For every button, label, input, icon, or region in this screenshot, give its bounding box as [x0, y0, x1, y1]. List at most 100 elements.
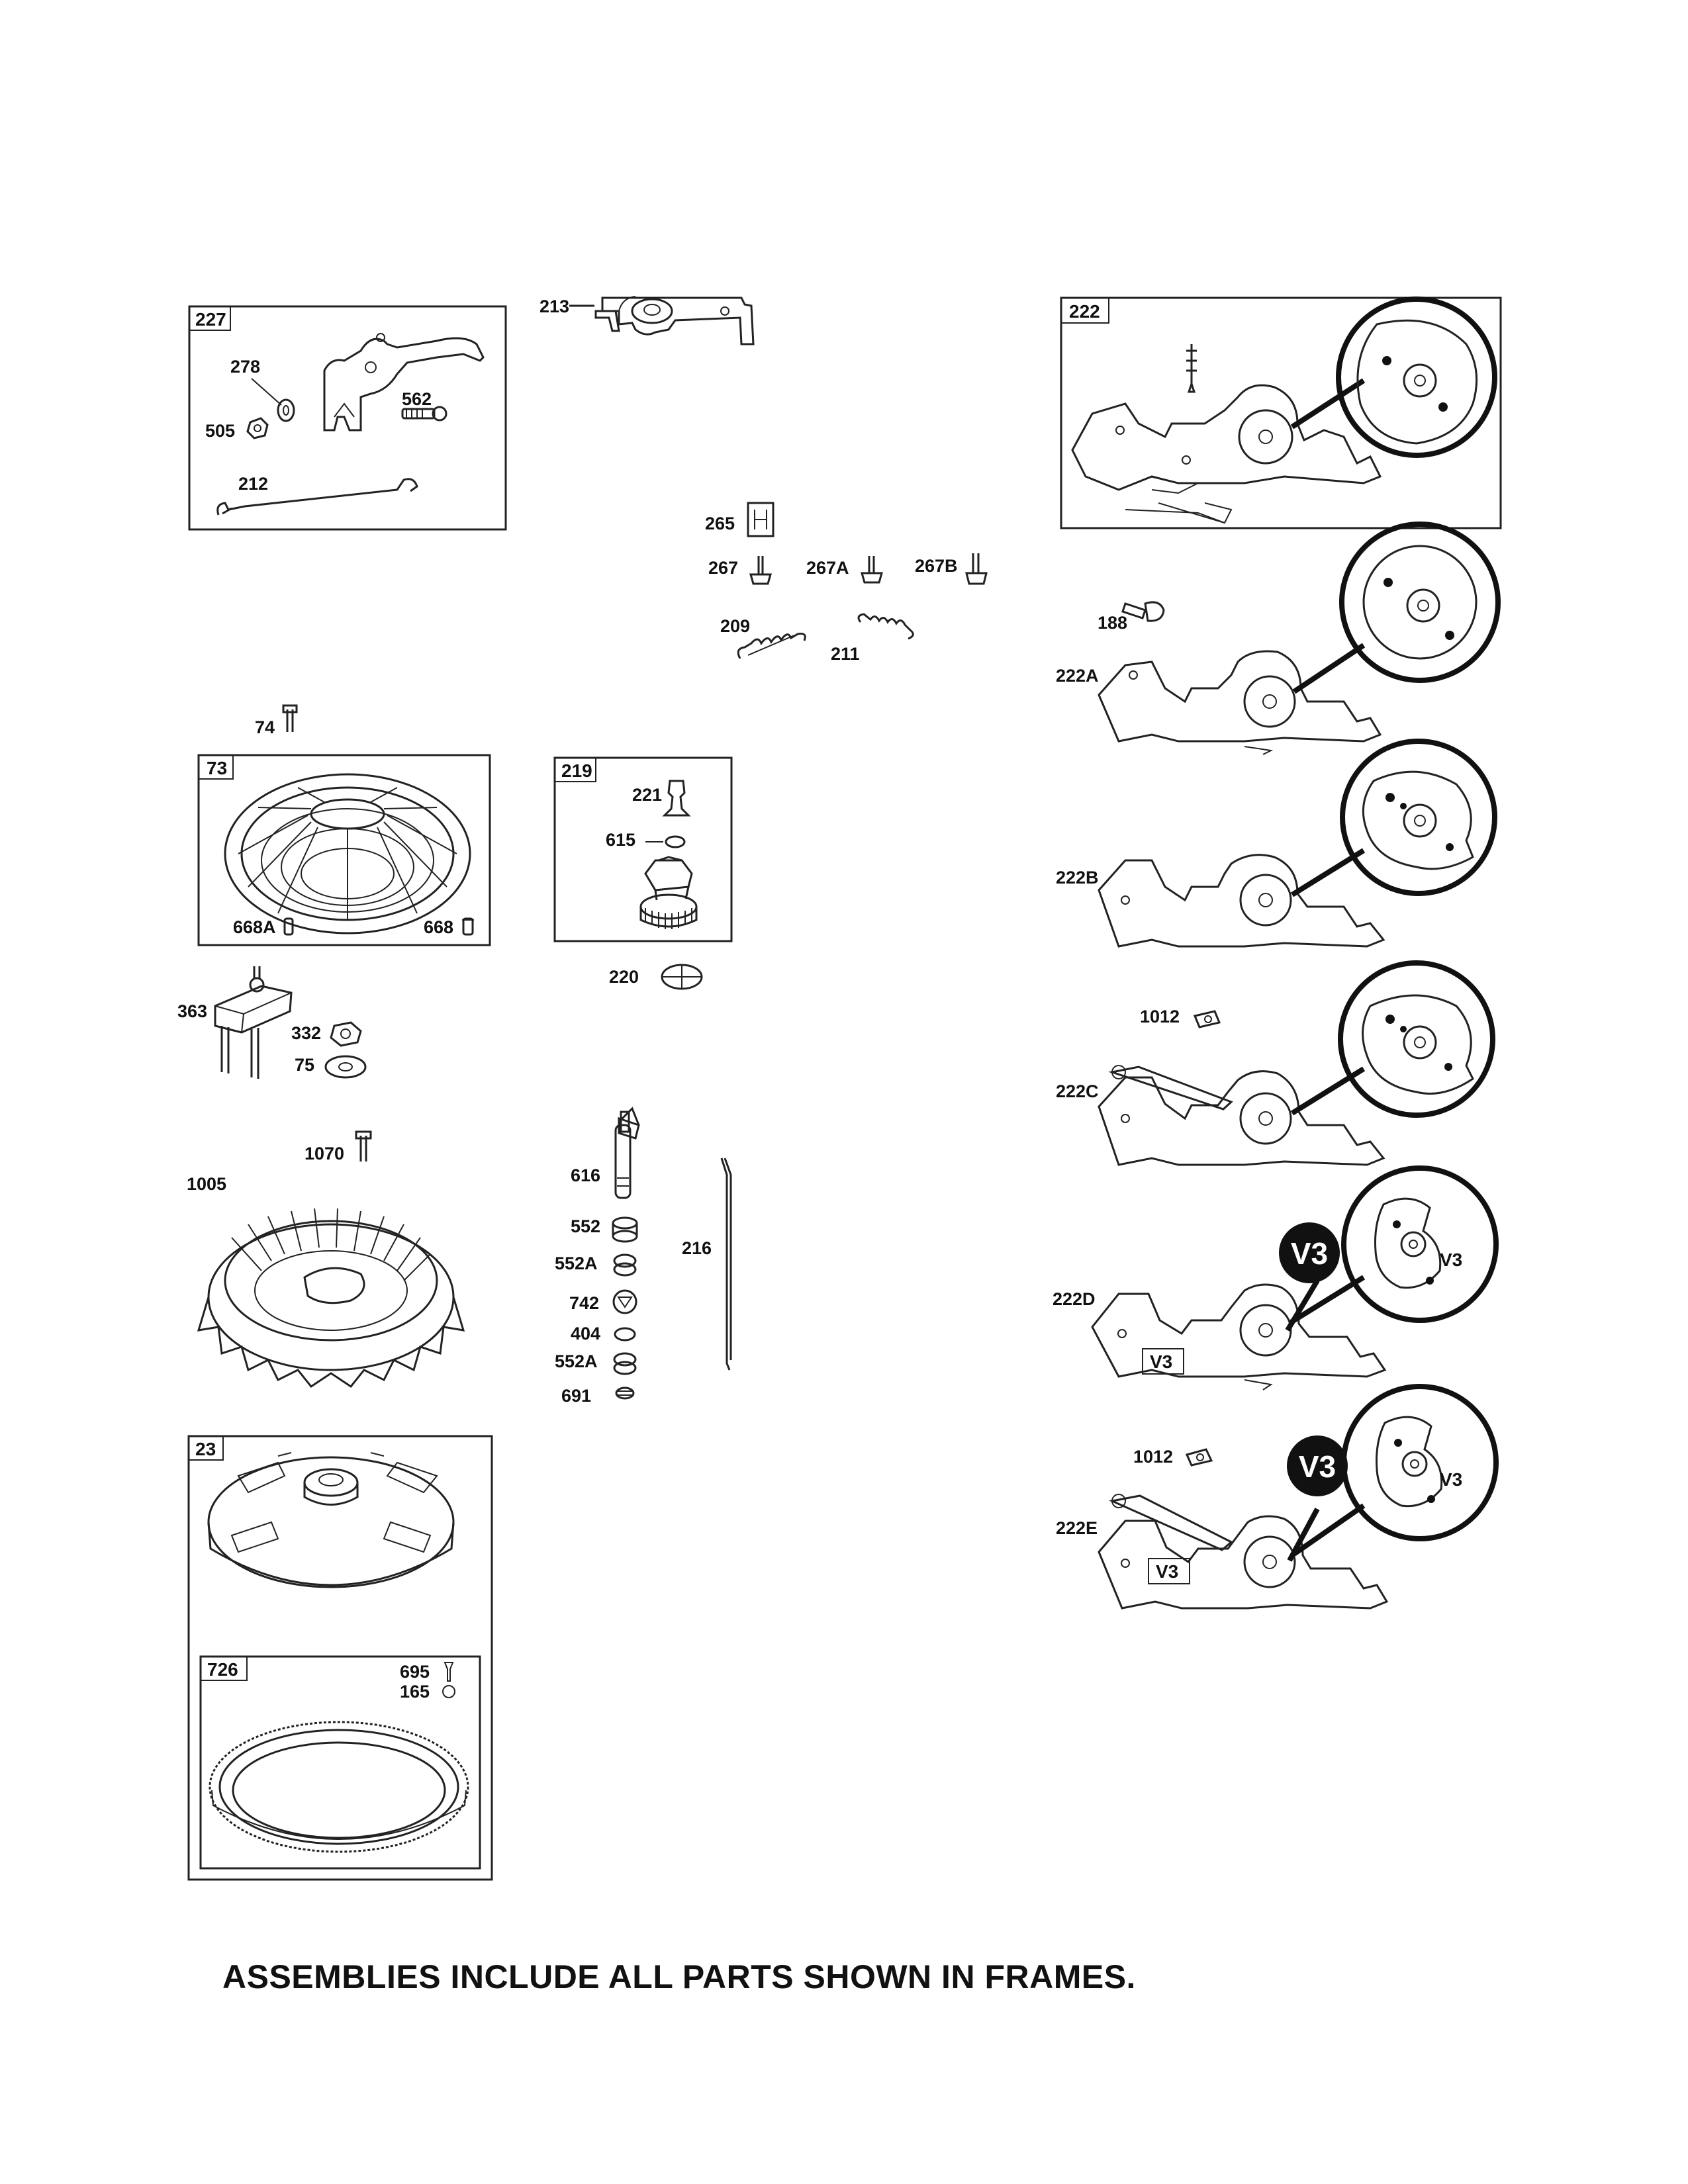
part-691-nut — [615, 1387, 635, 1400]
frame-726: 726 695 165 — [199, 1655, 481, 1870]
part-1005-label: 1005 — [187, 1174, 226, 1194]
part-165-label: 165 — [400, 1682, 430, 1702]
assembly-222B: 222B — [1056, 739, 1497, 948]
flywheel-fan-group: 1070 1005 — [187, 1130, 465, 1388]
control-bracket-222B — [1098, 739, 1497, 948]
part-668-stud — [462, 917, 474, 936]
part-691-label: 691 — [561, 1386, 591, 1406]
part-75-washer — [324, 1055, 367, 1079]
assembly-222E: 1012 222E V3 V3 V3 — [1056, 1384, 1499, 1610]
part-216-label: 216 — [682, 1238, 712, 1258]
control-bracket-222E: V3 V3 V3 — [1098, 1384, 1499, 1610]
part-616-crank — [614, 1107, 640, 1199]
part-267A-screw — [861, 556, 883, 584]
part-1012-clip-2 — [1185, 1448, 1213, 1467]
linkage-hardware-group: 363 332 75 — [177, 966, 367, 1079]
part-74-screw — [282, 704, 298, 732]
part-616-label: 616 — [571, 1165, 600, 1185]
part-505-label: 505 — [205, 421, 235, 441]
part-668A-label: 668A — [233, 917, 276, 937]
frame-222-label: 222 — [1069, 301, 1100, 322]
badge-v3-big-label: V3 — [1291, 1236, 1328, 1271]
part-615-washer — [665, 835, 686, 848]
control-bracket-222A — [1098, 522, 1501, 755]
flywheel-drawing — [207, 1452, 455, 1588]
part-404-label: 404 — [571, 1324, 600, 1343]
governor-crank-group: 616 552 552A 742 404 552A — [555, 1107, 732, 1406]
part-332-label: 332 — [291, 1023, 321, 1043]
part-209-label: 209 — [720, 616, 750, 636]
part-1012-label-2: 1012 — [1133, 1447, 1173, 1467]
part-209-spring — [737, 633, 806, 659]
frame-222: 222 — [1060, 296, 1502, 529]
frame-219: 219 221 615 — [553, 756, 733, 942]
part-1012-label: 1012 — [1140, 1007, 1180, 1026]
frame-219-label: 219 — [561, 760, 592, 781]
part-742-label: 742 — [569, 1293, 599, 1313]
frame-227: 227 278 562 505 212 — [188, 305, 507, 531]
part-742-washer — [612, 1289, 637, 1314]
part-74-label: 74 — [255, 717, 275, 737]
part-1070-screw — [355, 1130, 372, 1161]
assembly-222D: 222D V3 V3 V3 — [1053, 1165, 1499, 1390]
assembly-222A: 188 222A — [1056, 522, 1501, 755]
part-267-screw — [749, 556, 772, 585]
part-1070-label: 1070 — [305, 1144, 344, 1163]
governor-lever-drawing — [323, 333, 485, 432]
frame-73-label: 73 — [207, 758, 227, 778]
part-267-label: 267 — [708, 558, 738, 578]
part-220-label: 220 — [609, 967, 639, 987]
part-222D-label: 222D — [1053, 1289, 1096, 1309]
frame-73: 73 668A 668 — [197, 754, 491, 946]
part-188-screw — [1121, 601, 1165, 622]
part-552A-label: 552A — [555, 1253, 598, 1273]
part-552A-seal-2 — [613, 1352, 637, 1375]
ring-gear-drawing — [209, 1721, 469, 1853]
part-695-bolt — [444, 1662, 454, 1682]
control-bracket-222 — [1071, 296, 1497, 524]
part-332-nut — [330, 1021, 362, 1047]
part-213-label: 213 — [539, 296, 569, 316]
part-615-label: 615 — [606, 830, 635, 850]
badge-v3-small-label-2: V3 — [1156, 1561, 1178, 1582]
frame-23: 23 726 695 165 — [187, 1435, 493, 1881]
part-267B-screw — [965, 553, 988, 585]
part-552-bushing — [612, 1216, 638, 1243]
badge-v3-small-label: V3 — [1150, 1351, 1172, 1372]
part-212-link-rod — [216, 478, 418, 516]
part-211-label: 211 — [831, 644, 860, 664]
part-668A-stud — [283, 917, 294, 936]
badge-v3-inset-label: V3 — [1440, 1250, 1462, 1270]
control-bracket-222C — [1098, 960, 1495, 1166]
part-265-clip — [747, 502, 774, 537]
assembly-222C: 1012 222C — [1056, 960, 1495, 1166]
part-363-label: 363 — [177, 1001, 207, 1021]
part-165-washer — [442, 1685, 455, 1698]
part-213-bracket — [594, 296, 755, 345]
part-222C-label: 222C — [1056, 1081, 1099, 1101]
badge-v3-big-label-2: V3 — [1299, 1449, 1336, 1484]
part-552A-label-2: 552A — [555, 1351, 598, 1371]
part-695-label: 695 — [400, 1662, 430, 1682]
part-211-spring — [857, 613, 914, 640]
part-216-rod — [720, 1158, 732, 1371]
part-212-label: 212 — [238, 474, 268, 494]
part-562-screw — [401, 406, 447, 422]
part-562-label: 562 — [402, 389, 432, 409]
part-213-group: 213 — [539, 296, 755, 345]
blower-housing-drawing — [224, 773, 471, 934]
control-bracket-222D: V3 V3 V3 — [1091, 1165, 1499, 1390]
part-278-washer — [277, 398, 295, 422]
part-265-label: 265 — [705, 514, 735, 533]
part-74-group: 74 — [255, 704, 298, 737]
part-1012-clip — [1193, 1010, 1221, 1028]
part-552A-seal — [613, 1253, 637, 1277]
part-221-pin — [662, 780, 691, 817]
part-75-label: 75 — [295, 1055, 314, 1075]
badge-v3-inset-label-2: V3 — [1440, 1469, 1462, 1490]
frame-23-label: 23 — [195, 1439, 216, 1459]
frame-726-label: 726 — [207, 1659, 238, 1680]
part-188-label: 188 — [1098, 613, 1127, 633]
frame-227-label: 227 — [195, 309, 226, 330]
